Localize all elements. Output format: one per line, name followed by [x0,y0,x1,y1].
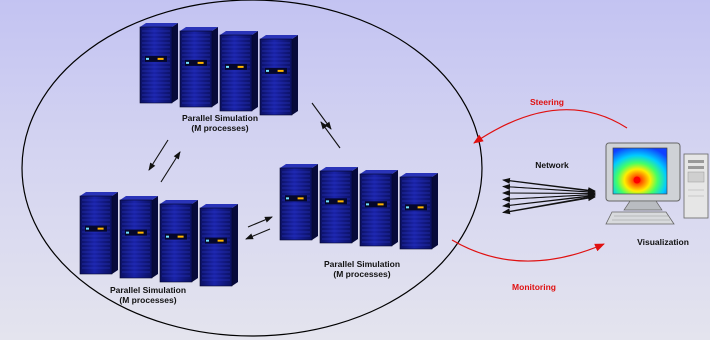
computer-tower-icon [683,153,709,219]
cluster-right-subtitle: (M processes) [333,269,391,279]
server-rack-icon [219,31,258,112]
server-rack-icon [279,164,318,241]
server-rack-icon [179,27,218,108]
arrow-top-to-left [148,139,169,171]
visualization-workstation [605,142,709,225]
network-arrow-out [504,191,596,200]
network-label: Network [535,160,569,170]
steering-arrow [473,109,628,144]
monitoring-arrow [451,239,605,262]
server-rack-icon [319,167,358,244]
arrow-top-to-right [311,102,332,130]
cluster-right-title: Parallel Simulation [323,259,401,269]
server-rack-icon [199,204,238,287]
cluster-left-label: Parallel Simulation (M processes) [88,285,208,305]
inter-cluster-arrows [148,102,341,240]
arrow-left-to-top [160,151,181,183]
server-rack-icon [359,170,398,247]
network-arrow-out [504,179,596,194]
monitor-stand [623,200,663,211]
cluster-left-subtitle: (M processes) [119,295,177,305]
cluster-right-label: Parallel Simulation (M processes) [302,259,422,279]
server-rack-icon [259,35,298,116]
cluster-right [279,164,438,250]
arrow-left-to-right [247,216,273,228]
visualization-label: Visualization [637,237,689,247]
network-arrow-out [504,195,596,213]
server-rack-icon [139,23,178,104]
keyboard-icon [605,211,675,225]
simulation-boundary-ellipse [21,0,483,337]
heatmap-screen [612,147,668,195]
cluster-top-title: Parallel Simulation [181,113,259,123]
cluster-top [139,23,298,116]
arrow-right-to-top [320,121,341,149]
network-arrows [502,177,596,215]
steering-label: Steering [529,97,564,107]
server-rack-icon [159,200,198,283]
server-rack-icon [119,196,158,279]
cluster-left [79,192,238,287]
server-rack-icon [399,173,438,250]
cluster-top-label: Parallel Simulation (M processes) [160,113,280,133]
network-arrow-out [504,186,596,195]
arrow-right-to-left [245,228,271,240]
cluster-left-title: Parallel Simulation [109,285,187,295]
cluster-top-subtitle: (M processes) [191,123,249,133]
network-arrow-out [504,193,596,207]
monitoring-label: Monitoring [512,282,556,292]
hotspot-dot [633,176,641,184]
server-rack-icon [79,192,118,275]
